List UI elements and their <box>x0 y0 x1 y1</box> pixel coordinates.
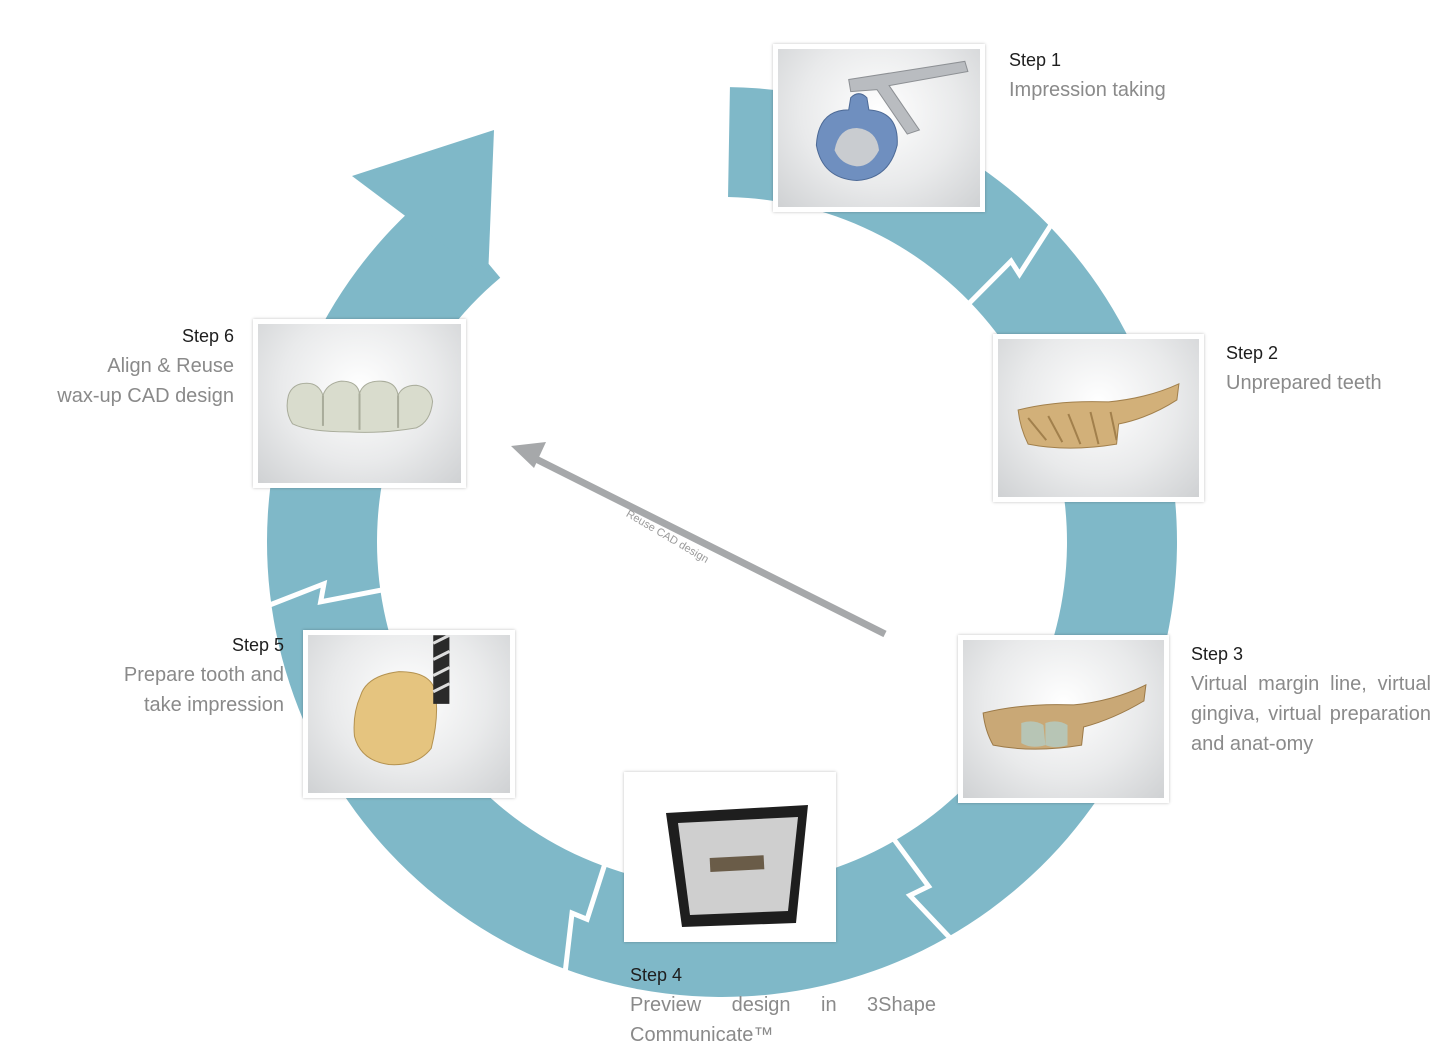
ring-arrowhead <box>352 130 494 278</box>
step2-desc: Unprepared teeth <box>1226 372 1382 394</box>
step6-image <box>253 319 466 488</box>
ring-separator <box>562 861 608 974</box>
step6-label: Step 6 Align & Reuse wax-up CAD design <box>0 321 234 411</box>
step5-desc: Prepare tooth and take impression <box>123 664 284 716</box>
impression-tray-icon <box>815 60 969 182</box>
unprepared-teeth-icon <box>1017 382 1180 449</box>
step2-title: Step 2 <box>1226 343 1279 363</box>
step1-label: Step 1 Impression taking <box>1009 45 1259 105</box>
step5-title: Step 5 <box>231 635 284 655</box>
tooth-drill-icon <box>353 635 451 766</box>
step3-label: Step 3 Virtual margin line, virtual ging… <box>1191 639 1431 759</box>
ring-separator <box>266 579 385 609</box>
step4-label: Step 4 Preview design in 3Shape Communic… <box>630 960 936 1050</box>
step1-desc: Impression taking <box>1009 79 1166 101</box>
waxup-teeth-icon <box>286 380 434 433</box>
step4-image <box>624 772 836 942</box>
step3-title: Step 3 <box>1191 644 1244 664</box>
step2-label: Step 2 Unprepared teeth <box>1226 338 1426 398</box>
step4-title: Step 4 <box>630 965 683 985</box>
reuse-arrow <box>511 442 887 638</box>
virtual-preparation-icon <box>982 683 1147 750</box>
step6-desc: Align & Reuse wax-up CAD design <box>57 355 234 407</box>
step5-image <box>303 630 515 798</box>
step6-title: Step 6 <box>181 326 234 346</box>
ring-separator <box>965 221 1055 307</box>
step1-image <box>773 44 985 212</box>
step1-title: Step 1 <box>1009 50 1062 70</box>
step3-image <box>958 635 1169 803</box>
ring-separator <box>890 835 954 942</box>
step2-image <box>993 334 1204 502</box>
tablet-preview-icon <box>666 805 808 927</box>
step4-desc: Preview design in 3Shape Communicate™ <box>630 994 936 1046</box>
step5-label: Step 5 Prepare tooth and take impression <box>44 630 284 720</box>
step3-desc: Virtual margin line, virtual gingiva, vi… <box>1191 673 1431 755</box>
